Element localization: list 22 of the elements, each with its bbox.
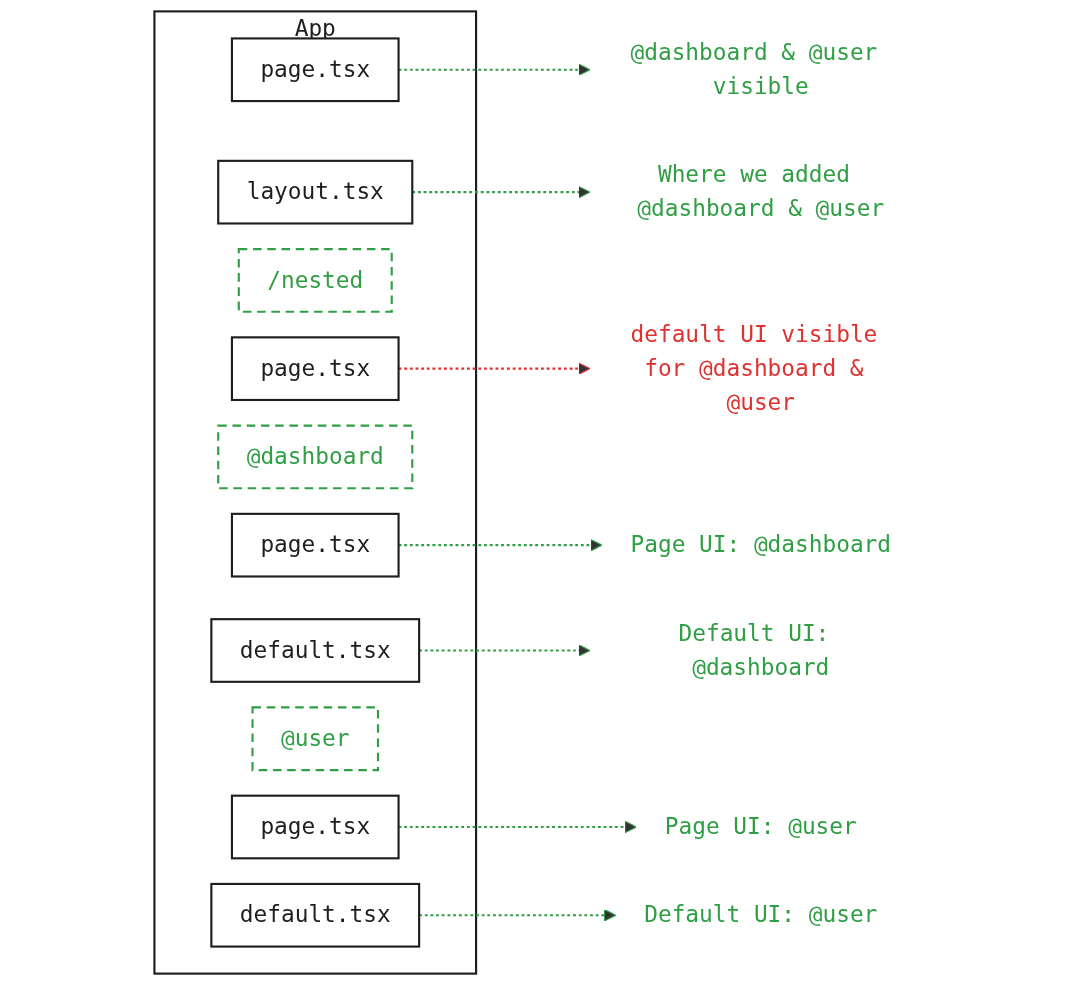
node-text: Default UI: @user [644,901,878,929]
node-text: @dashboard & @user visible [630,38,878,100]
node-box: layout.tsx [217,159,414,225]
node-box: /nested [237,248,393,313]
node-box: page.tsx [230,794,400,860]
arrow [412,185,591,199]
arrow [398,63,591,76]
node-box: default.tsx [210,882,421,948]
node-text: Page UI: @dashboard [630,530,892,558]
node-box: @user [251,706,380,772]
arrow [398,820,637,834]
node-box: default.tsx [210,618,421,683]
node-text: default UI visible for @dashboard & @user [630,320,878,416]
arrow [398,538,603,552]
node-box: page.tsx [230,336,400,402]
arrow [398,362,591,375]
node-text: Default UI: @dashboard [678,619,830,681]
node-box: page.tsx [230,37,400,103]
node-box: page.tsx [230,512,400,578]
node-text: Where we added @dashboard & @user [637,160,885,223]
node-text: Page UI: @user [664,812,857,840]
node-box: @dashboard [217,424,414,490]
